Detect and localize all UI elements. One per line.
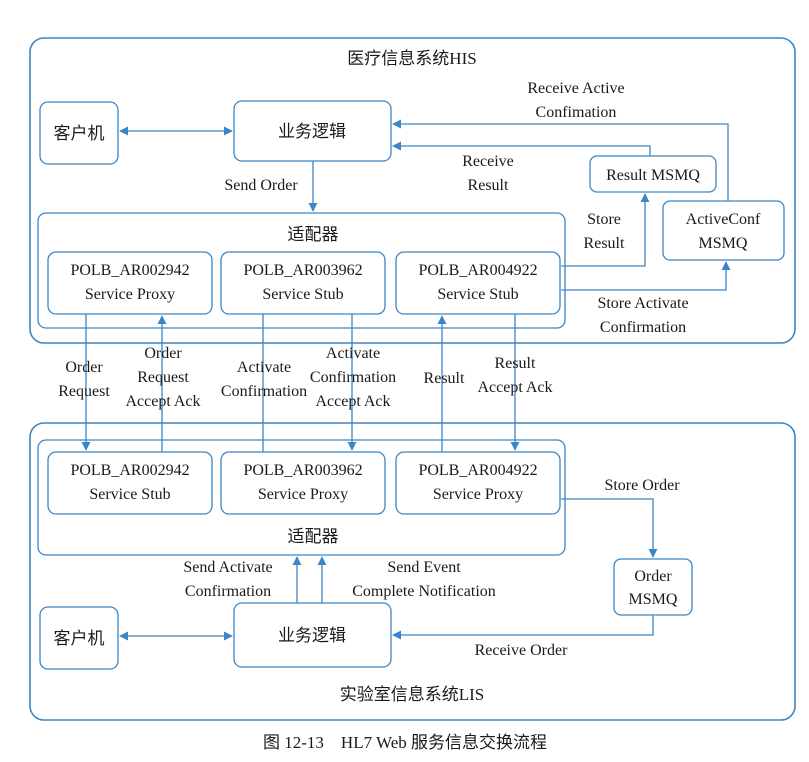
- lis-proxy-b-box: [220, 451, 386, 515]
- figure-caption: 图 12-13 HL7 Web 服务信息交换流程: [263, 733, 547, 752]
- lis-connectors: [119, 498, 658, 641]
- label-activate-conf-ack-line3: Accept Ack: [315, 393, 390, 410]
- his-stub-c-line1: POLB_AR004922: [418, 262, 537, 279]
- his-result-msmq-box: [589, 155, 717, 193]
- his-store-activate-arrow: [561, 261, 731, 291]
- lis-store-order-arrow: [561, 498, 658, 558]
- label-receive-result-line2: Result: [468, 177, 509, 194]
- his-receive-result-arrow: [392, 141, 651, 156]
- label-receive-active-line1: Receive Active: [527, 80, 624, 97]
- lis-logic-label: 业务逻辑: [278, 626, 346, 645]
- his-proxy-a-line2: Service Proxy: [85, 286, 175, 303]
- label-store-activate-line1: Store Activate: [597, 295, 688, 312]
- label-receive-order: Receive Order: [475, 642, 569, 659]
- lis-system-frame: [29, 422, 796, 721]
- label-order-request-line2: Request: [58, 383, 110, 400]
- lis-proxy-b-line2: Service Proxy: [258, 486, 348, 503]
- label-send-order: Send Order: [224, 177, 298, 194]
- lis-proxy-b-line1: POLB_AR003962: [243, 462, 362, 479]
- his-store-result-arrow: [561, 193, 650, 267]
- label-send-event-line2: Complete Notification: [352, 583, 496, 600]
- label-order-request-line1: Order: [65, 359, 103, 376]
- lis-proxy-c-box: [395, 451, 561, 515]
- label-activate-conf-line1: Activate: [237, 359, 291, 376]
- flow-labels: Receive Active Confimation Receive Resul…: [58, 80, 688, 659]
- his-activeconf-msmq-line1: ActiveConf: [686, 211, 761, 228]
- his-stub-b-line2: Service Stub: [262, 286, 343, 303]
- inter-system-connectors: [81, 314, 520, 452]
- his-receive-active-arrow: [392, 119, 729, 201]
- lis-client-box: [39, 606, 119, 670]
- label-activate-conf-line2: Confirmation: [221, 383, 307, 400]
- lis-client-label: 客户机: [54, 629, 105, 648]
- lis-adapter-frame: [37, 439, 566, 556]
- label-store-order: Store Order: [604, 477, 680, 494]
- his-title: 医疗信息系统HIS: [347, 49, 476, 68]
- his-activeconf-msmq-box: [662, 200, 785, 261]
- label-store-result-line1: Store: [587, 211, 621, 228]
- his-stub-b-line1: POLB_AR003962: [243, 262, 362, 279]
- label-result-ack-line1: Result: [495, 355, 536, 372]
- lis-stub-a-line1: POLB_AR002942: [70, 462, 189, 479]
- lis-stub-a-line2: Service Stub: [89, 486, 170, 503]
- lis-proxy-c-line1: POLB_AR004922: [418, 462, 537, 479]
- label-send-event-line1: Send Event: [387, 559, 461, 576]
- his-adapter-label: 适配器: [288, 225, 339, 244]
- label-store-result-line2: Result: [584, 235, 625, 252]
- his-proxy-a-box: [47, 251, 213, 315]
- lis-proxy-c-line2: Service Proxy: [433, 486, 523, 503]
- lis-order-msmq-line2: MSMQ: [629, 591, 678, 608]
- lis-stub-a-box: [47, 451, 213, 515]
- label-result-ack-line2: Accept Ack: [477, 379, 552, 396]
- lis-system: 适配器 POLB_AR002942 Service Stub POLB_AR00…: [29, 422, 796, 721]
- his-result-msmq-label: Result MSMQ: [606, 167, 700, 184]
- label-order-request-ack-line1: Order: [144, 345, 182, 362]
- label-order-request-ack-line3: Accept Ack: [125, 393, 200, 410]
- label-send-activate-line2: Confirmation: [185, 583, 271, 600]
- his-client-label: 客户机: [54, 124, 105, 143]
- lis-adapter-label: 适配器: [288, 527, 339, 546]
- his-activeconf-msmq-line2: MSMQ: [699, 235, 748, 252]
- lis-order-msmq-line1: Order: [634, 568, 672, 585]
- lis-logic-box: [233, 602, 392, 668]
- his-system: 医疗信息系统HIS 客户机 业务逻辑 适配器 POLB_AR002942 Ser…: [29, 37, 796, 344]
- his-stub-c-box: [395, 251, 561, 315]
- label-receive-active-line2: Confimation: [536, 104, 617, 121]
- label-send-activate-line1: Send Activate: [183, 559, 272, 576]
- his-stub-b-box: [220, 251, 386, 315]
- label-result: Result: [424, 370, 465, 387]
- his-client-box: [39, 101, 119, 165]
- his-system-frame: [29, 37, 796, 344]
- lis-title: 实验室信息系统LIS: [340, 685, 485, 704]
- label-receive-result-line1: Receive: [462, 153, 514, 170]
- label-store-activate-line2: Confirmation: [600, 319, 686, 336]
- his-stub-c-line2: Service Stub: [437, 286, 518, 303]
- label-activate-conf-ack-line2: Confirmation: [310, 369, 396, 386]
- his-connectors: [119, 119, 731, 291]
- label-order-request-ack-line2: Request: [137, 369, 189, 386]
- his-logic-label: 业务逻辑: [278, 122, 346, 141]
- label-activate-conf-ack-line1: Activate: [326, 345, 380, 362]
- his-proxy-a-line1: POLB_AR002942: [70, 262, 189, 279]
- lis-receive-order-arrow: [392, 615, 654, 640]
- his-adapter-frame: [37, 212, 566, 329]
